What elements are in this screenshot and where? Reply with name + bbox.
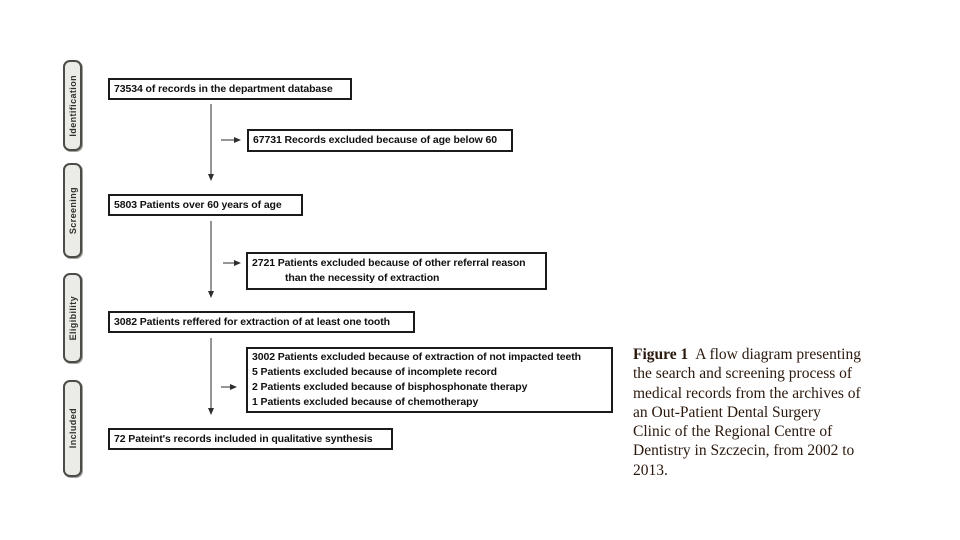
caption-text: A flow diagram presenting	[695, 346, 861, 363]
figure-caption: Figure 1 A flow diagram presenting the se…	[633, 345, 915, 480]
flow-box-database: 73534 of records in the department datab…	[108, 78, 352, 100]
stage-tab-label: Eligibility	[67, 295, 78, 341]
caption-line: the search and screening process of	[633, 365, 853, 383]
flow-box-excluded-other: 3002 Patients excluded because of extrac…	[246, 347, 613, 413]
caption-line: 2013.	[633, 461, 668, 479]
stage-tab-label: Identification	[67, 74, 78, 137]
figure-caption-label: Figure 1	[633, 346, 689, 363]
flow-box-text: 2 Patients excluded because of bisphosph…	[252, 381, 528, 393]
stage-tab-eligibility: Eligibility	[63, 273, 82, 363]
caption-line: an Out-Patient Dental Surgery	[633, 403, 821, 421]
flow-box-text: than the necessity of extraction	[285, 272, 440, 284]
flow-box-text: 3082 Patients reffered for extraction of…	[114, 315, 390, 328]
flow-box-text: 2721 Patients excluded because of other …	[252, 257, 526, 269]
flow-box-included-synthesis: 72 Pateint's records included in qualita…	[108, 428, 393, 450]
flow-box-text: 3002 Patients excluded because of extrac…	[252, 351, 581, 363]
caption-line: Dentistry in Szczecin, from 2002 to	[633, 442, 855, 460]
caption-line: medical records from the archives of	[633, 384, 861, 402]
flow-box-excluded-referral: 2721 Patients excluded because of other …	[246, 252, 547, 290]
flow-box-text: 73534 of records in the department datab…	[114, 82, 333, 95]
flow-box-text: 5803 Patients over 60 years of age	[114, 198, 282, 211]
flow-box-text: 72 Pateint's records included in qualita…	[114, 432, 373, 445]
flow-box-text: 67731 Records excluded because of age be…	[253, 134, 498, 146]
stage-tab-identification: Identification	[63, 60, 82, 151]
stage-tab-screening: Screening	[63, 163, 82, 258]
stage-tab-label: Included	[67, 408, 78, 449]
caption-line: Figure 1 A flow diagram presenting	[633, 345, 915, 364]
flow-box-referred-extraction: 3082 Patients reffered for extraction of…	[108, 311, 415, 333]
flow-box-text: 1 Patients excluded because of chemother…	[252, 396, 479, 408]
flow-box-excluded-age: 67731 Records excluded because of age be…	[247, 129, 513, 152]
caption-line: Clinic of the Regional Centre of	[633, 423, 833, 441]
flow-box-text: 5 Patients excluded because of incomplet…	[252, 366, 497, 378]
stage-tab-included: Included	[63, 380, 82, 477]
flow-box-over-60: 5803 Patients over 60 years of age	[108, 194, 303, 216]
stage-tab-label: Screening	[67, 186, 78, 235]
